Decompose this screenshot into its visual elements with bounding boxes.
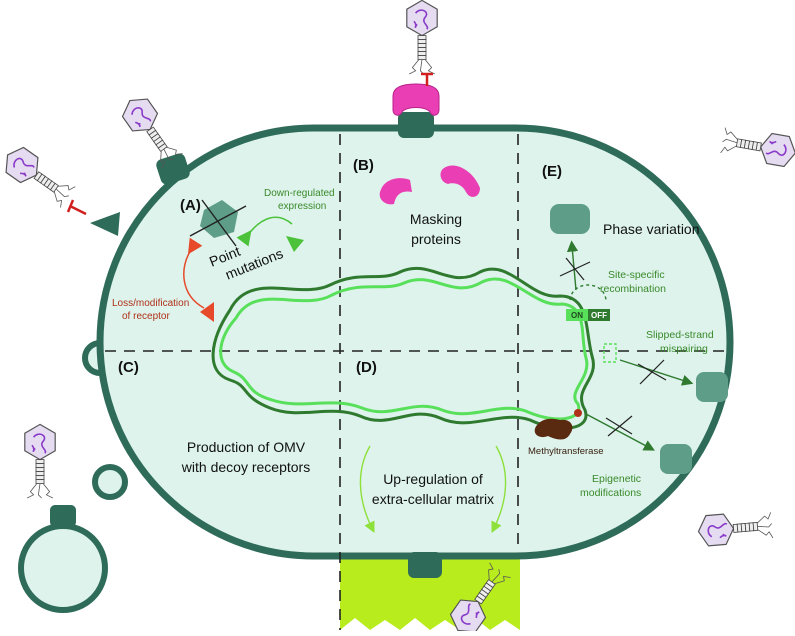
down-regulation-arrowhead	[286, 236, 304, 252]
inhibition-icon	[66, 199, 87, 216]
receptor-top-left-icon	[156, 153, 190, 185]
epigenetic-line1: Epigenetic	[592, 473, 641, 485]
slipped-line1: Slipped-strand	[646, 329, 714, 341]
switch-on	[566, 309, 588, 321]
section-c-line1: Production of OMV	[187, 439, 306, 455]
loss-modification-line1: Loss/modification	[112, 298, 189, 309]
switch-off-label: OFF	[591, 311, 607, 320]
section-e-title: Phase variation	[603, 221, 700, 237]
outer-membrane-vesicle	[18, 523, 108, 613]
switch-off	[588, 309, 610, 321]
cross-icon	[559, 257, 591, 281]
down-regulation-arrow	[236, 216, 293, 247]
receptor-bottom-icon	[408, 552, 442, 578]
cross-icon	[605, 415, 633, 437]
methyl-mark	[574, 409, 582, 417]
section-d-line1: Up-regulation of	[383, 471, 483, 487]
recombination-arrow	[569, 284, 607, 301]
down-regulated-line1: Down-regulated	[264, 188, 335, 199]
site-specific-line1: Site-specific	[608, 269, 665, 281]
slipped-line2: mispairing	[660, 343, 708, 355]
switch-on-label: ON	[571, 311, 583, 320]
phage-icon	[405, 0, 439, 75]
masking-protein-icon	[392, 83, 440, 116]
inhibition-icon	[421, 72, 433, 86]
cross-icon	[189, 199, 247, 247]
section-e-letter: (E)	[542, 163, 562, 180]
section-d-line2: extra-cellular matrix	[372, 491, 494, 507]
phage-icon	[696, 509, 774, 548]
epigenetic-receptor-icon	[660, 444, 692, 474]
section-c-line2: with decoy receptors	[181, 459, 310, 475]
phage-icon	[719, 124, 795, 169]
section-b-title-line1: Masking	[410, 211, 462, 227]
site-specific-line2: recombination	[600, 283, 666, 295]
down-regulated-line2: expression	[278, 201, 326, 212]
slipped-repeat	[603, 343, 617, 363]
methyltransferase-icon	[534, 418, 573, 440]
phage-icon	[0, 141, 78, 211]
phage-icon	[23, 423, 57, 499]
section-dividers	[105, 134, 726, 630]
masking-protein-icon	[440, 165, 480, 197]
section-c-letter: (C)	[118, 359, 139, 376]
section-d-letter: (D)	[356, 359, 377, 376]
slipped-receptor-icon	[696, 372, 728, 402]
epigenetic-arrow	[585, 413, 655, 451]
loss-modification-line2: of receptor	[122, 311, 170, 322]
loss-arrowhead	[200, 302, 214, 322]
chromosome-light-strand	[219, 277, 589, 421]
cross-icon	[637, 359, 667, 385]
section-b-letter: (B)	[353, 157, 374, 174]
ecm-arrow-right	[491, 445, 507, 534]
section-b-title-line2: proteins	[411, 231, 461, 247]
receptor-icon	[398, 112, 434, 138]
slipped-arrow	[619, 359, 694, 386]
phase-on-receptor-icon	[550, 204, 590, 234]
chromosome-dark-strand	[211, 266, 595, 430]
methyltransferase-label: Methyltransferase	[528, 446, 604, 457]
loss-arrow	[183, 237, 205, 309]
ecm-arrow-left	[359, 445, 375, 534]
epigenetic-line2: modifications	[580, 487, 641, 499]
omv-receptor-icon	[50, 505, 76, 527]
modified-receptor-icon	[90, 212, 120, 236]
masking-protein-icon	[379, 178, 412, 205]
omv-bud-lower	[92, 464, 128, 500]
section-a-letter: (A)	[180, 197, 201, 214]
